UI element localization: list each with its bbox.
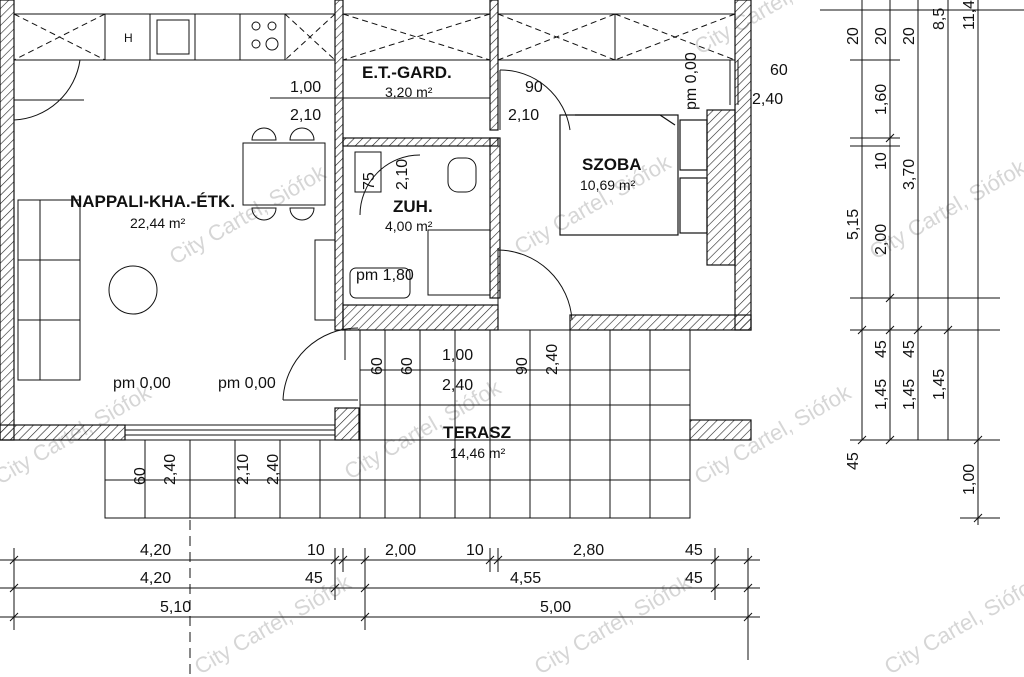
opening-front-b: 2,40 — [162, 454, 179, 485]
opening-terrace-e: 90 — [514, 357, 531, 375]
room-name-shower: ZUH. — [393, 197, 433, 216]
opening-terrace-d: 2,40 — [442, 377, 473, 394]
dim-right-a5: 11,4 — [961, 0, 978, 30]
dim-bottom-2-2: 45 — [305, 570, 323, 587]
dim-bottom-1-2: 10 — [307, 542, 325, 559]
opening-window-height: 2,40 — [752, 91, 783, 108]
dim-right-b5: 45 — [873, 340, 890, 358]
opening-bed-door-height: 2,10 — [508, 107, 539, 124]
opening-front-d: 2,40 — [265, 454, 282, 485]
opening-terrace-f: 2,40 — [544, 344, 561, 375]
dim-bottom-1-4: 10 — [466, 542, 484, 559]
bathroom-fixtures — [349, 151, 491, 299]
room-area-wardrobe: 3,20 m² — [385, 84, 433, 100]
room-area-terrace: 14,46 m² — [450, 445, 506, 461]
opening-terrace-c: 1,00 — [442, 347, 473, 364]
kitchen-counter — [13, 13, 336, 61]
dim-right-b1: 1,60 — [873, 84, 890, 115]
watermark: City Cartel, Siófok — [690, 0, 856, 59]
dim-right-b10: 5,15 — [845, 209, 862, 240]
watermark: City Cartel, Siófok — [880, 569, 1024, 677]
room-name-living: NAPPALI-KHA.-ÉTK. — [70, 192, 235, 211]
opening-bed-door-width: 90 — [525, 79, 543, 96]
bed — [559, 114, 708, 236]
bottom-dimensions — [0, 548, 760, 660]
dim-right-a3: 20 — [901, 27, 918, 45]
room-name-wardrobe: E.T.-GARD. — [362, 63, 452, 82]
room-name-terrace: TERASZ — [443, 423, 511, 442]
dim-right-a4: 8,5 — [931, 8, 948, 30]
watermark: City Cartel, Siófok — [165, 159, 331, 269]
opening-terrace-a: 60 — [369, 357, 386, 375]
level-bedroom: pm 0,00 — [683, 52, 700, 110]
room-area-living: 22,44 m² — [130, 215, 186, 231]
watermark: City Cartel, Siófok — [190, 569, 356, 677]
dim-bottom-1-5: 2,80 — [573, 542, 604, 559]
door-swings — [282, 60, 739, 401]
dim-bottom-1-1: 4,20 — [140, 542, 171, 559]
dim-right-b2: 10 — [873, 152, 890, 170]
wardrobe-cabinets — [342, 13, 736, 61]
dim-bottom-2-1: 4,20 — [140, 570, 171, 587]
dim-right-b9: 1,45 — [931, 369, 948, 400]
terrace-paving — [104, 329, 691, 519]
walls — [0, 0, 752, 441]
dim-right-b7: 1,45 — [873, 379, 890, 410]
dim-right-b12: 1,00 — [961, 464, 978, 495]
dim-right-b3: 3,70 — [901, 159, 918, 190]
room-name-bedroom: SZOBA — [582, 155, 642, 174]
living-furniture — [13, 59, 336, 381]
dim-bottom-2-4: 45 — [685, 570, 703, 587]
opening-window-width: 60 — [770, 62, 788, 79]
level-shower: pm 1,80 — [356, 267, 414, 284]
room-area-shower: 4,00 m² — [385, 218, 433, 234]
dim-right-b8: 1,45 — [901, 379, 918, 410]
watermark: City Cartel, Siófok — [530, 569, 696, 677]
dim-bottom-3-1: 5,10 — [160, 599, 191, 616]
fridge-label: H — [124, 31, 133, 45]
right-dimensions — [820, 0, 1024, 525]
opening-shower-b: 2,10 — [394, 159, 411, 190]
dim-bottom-3-2: 5,00 — [540, 599, 571, 616]
dim-bottom-2-3: 4,55 — [510, 570, 541, 587]
level-living-1: pm 0,00 — [113, 375, 171, 392]
opening-shower-a: 75 — [361, 172, 378, 190]
dim-right-a2: 20 — [873, 27, 890, 45]
dim-right-b11: 45 — [845, 452, 862, 470]
opening-lines — [125, 97, 490, 677]
dim-bottom-1-6: 45 — [685, 542, 703, 559]
level-living-2: pm 0,00 — [218, 375, 276, 392]
dim-right-b6: 45 — [901, 340, 918, 358]
dim-right-b4: 2,00 — [873, 224, 890, 255]
room-area-bedroom: 10,69 m² — [580, 177, 636, 193]
opening-gard-width: 1,00 — [290, 79, 321, 96]
opening-front-c: 2,10 — [235, 454, 252, 485]
dim-right-a1: 20 — [845, 27, 862, 45]
opening-terrace-b: 60 — [399, 357, 416, 375]
opening-gard-height: 2,10 — [290, 107, 321, 124]
dim-bottom-1-3: 2,00 — [385, 542, 416, 559]
opening-front-a: 60 — [132, 467, 149, 485]
